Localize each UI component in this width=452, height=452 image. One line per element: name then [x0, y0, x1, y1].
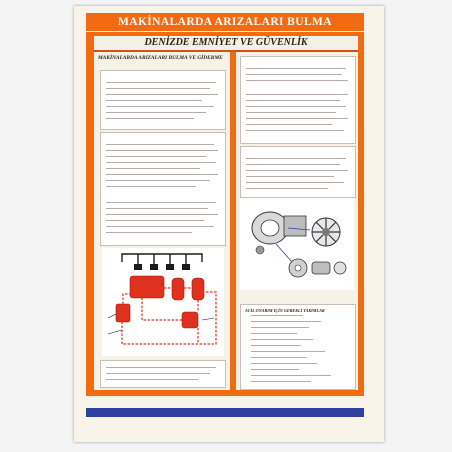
text-line [106, 82, 216, 84]
right-text-block-2 [240, 146, 356, 198]
tool-list-item [251, 381, 311, 383]
text-line [246, 100, 340, 102]
text-line [106, 162, 216, 164]
text-line [106, 118, 194, 120]
text-line [246, 182, 344, 184]
banner-title: MAKİNALARDA ARIZALARI BULMA [86, 13, 364, 31]
text-line [246, 68, 346, 70]
fuel-system-diagram [102, 248, 224, 356]
text-line [106, 220, 204, 222]
tool-list-item [251, 327, 309, 329]
text-line [246, 74, 342, 76]
text-line [106, 106, 214, 108]
text-line [106, 156, 206, 158]
tank-outlet [115, 303, 131, 323]
text-line [106, 214, 218, 216]
text-line [106, 88, 210, 90]
left-text-block-1 [100, 70, 226, 130]
text-line [246, 94, 348, 96]
tool-list-item [251, 345, 301, 347]
text-line [106, 94, 218, 96]
text-line [246, 80, 348, 82]
text-line [246, 130, 344, 132]
lift-pump [181, 311, 199, 329]
tool-list-item [251, 375, 331, 377]
tool-list-item [251, 315, 303, 317]
text-line [106, 150, 218, 152]
pump-impeller [311, 217, 341, 247]
text-line [246, 112, 336, 114]
tool-list-item [251, 369, 299, 371]
water-separator [191, 277, 205, 301]
left-column-heading: MAKİNALARDA ARIZALARI BULMA VE GİDERME [98, 55, 223, 61]
diagram-background [102, 248, 224, 356]
text-line [106, 226, 214, 228]
arrow-lines [275, 227, 311, 263]
text-line [106, 112, 206, 114]
text-line [246, 188, 328, 190]
callout-lines [107, 313, 215, 335]
text-line [106, 202, 216, 204]
tools-list-box: ACİL ONARIM İÇİN GEREKLİ TAKIMLAR [240, 304, 356, 390]
text-line [246, 124, 332, 126]
water-pump-housing [251, 211, 307, 255]
tools-heading: ACİL ONARIM İÇİN GEREKLİ TAKIMLAR [245, 308, 325, 313]
left-note-box [100, 360, 226, 388]
text-line [246, 106, 346, 108]
text-line [106, 208, 208, 210]
text-line [106, 367, 216, 369]
tool-list-item [251, 357, 307, 359]
tool-list-item [251, 333, 297, 335]
bottom-color-bar [86, 408, 364, 417]
text-line [246, 164, 340, 166]
text-line [106, 100, 202, 102]
poster-title: DENİZDE EMNİYET VE GÜVENLİK [94, 36, 358, 52]
text-line [246, 118, 348, 120]
text-line [106, 144, 214, 146]
tool-list-item [251, 351, 325, 353]
text-line [246, 158, 346, 160]
text-line [106, 174, 218, 176]
tool-list-item [251, 339, 313, 341]
fuel-lines [121, 287, 217, 345]
tool-list-item [251, 321, 321, 323]
water-pump-diagram [240, 198, 354, 290]
text-line [106, 232, 192, 234]
text-line [106, 379, 198, 381]
text-line [106, 168, 200, 170]
fuel-filter [171, 277, 185, 301]
text-line [106, 186, 196, 188]
right-text-block-1 [240, 56, 356, 144]
injectors [134, 264, 190, 270]
text-line [106, 373, 210, 375]
text-line [246, 170, 348, 172]
fuel-pump [129, 275, 165, 299]
impeller-exploded-parts [288, 258, 347, 278]
text-line [106, 180, 210, 182]
tool-list-item [251, 363, 317, 365]
left-text-block-2 [100, 132, 226, 246]
text-line [246, 176, 334, 178]
